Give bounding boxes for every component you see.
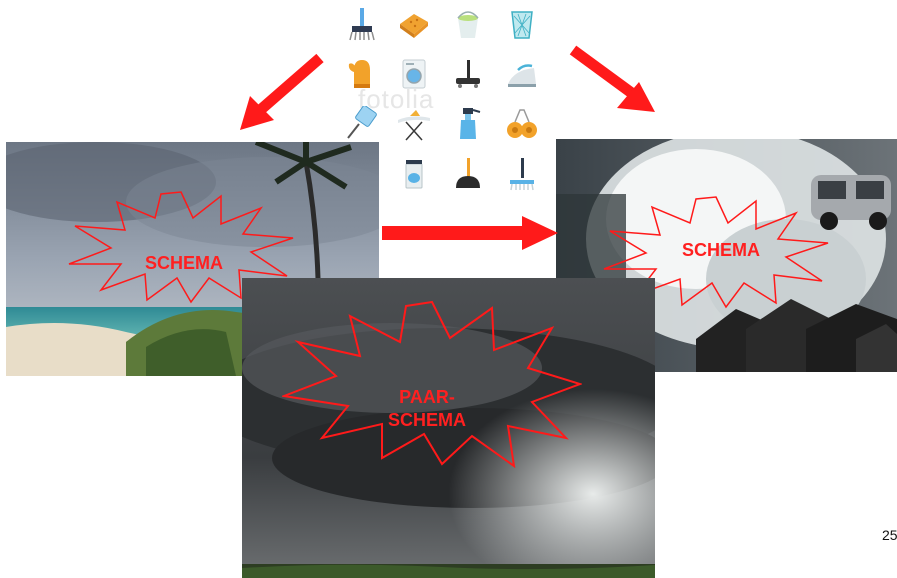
fly-swatter-icon <box>347 106 377 139</box>
arrow-down-left-icon <box>240 53 324 130</box>
storm-photo: PAAR- SCHEMA <box>242 278 655 578</box>
dustpan-icon <box>405 160 423 189</box>
page-number: 25 <box>882 527 897 543</box>
mop-icon <box>510 158 534 191</box>
waves-schema-label: SCHEMA <box>681 240 760 260</box>
plunger-icon <box>456 158 480 188</box>
spray-bottle-icon <box>460 108 481 139</box>
sponge-icon <box>400 14 428 38</box>
beach-schema-label: SCHEMA <box>144 253 223 273</box>
storm-paar-label: PAAR- SCHEMA <box>362 386 492 431</box>
storm-label-line1: PAAR- <box>399 387 455 407</box>
arrow-down-right-icon <box>569 45 655 112</box>
clothes-pins-icon <box>507 109 537 138</box>
oven-mitt-icon <box>348 60 370 88</box>
broom-icon <box>349 8 375 41</box>
trash-bin-icon <box>511 11 533 39</box>
storm-label-line2: SCHEMA <box>387 409 466 430</box>
iron-icon <box>508 64 536 87</box>
washing-machine-icon <box>402 59 426 89</box>
burst-shape <box>603 196 829 309</box>
ironing-board-icon <box>398 110 430 141</box>
burst-shape <box>282 300 582 468</box>
bucket-icon <box>457 11 479 38</box>
waves-photo: SCHEMA <box>556 139 897 372</box>
waves-scene <box>556 139 897 372</box>
burst-shape <box>68 191 294 304</box>
cleaning-icons-grid: fotolia <box>338 0 548 210</box>
arrow-right-icon <box>382 216 558 250</box>
vacuum-cleaner-icon <box>456 60 480 88</box>
